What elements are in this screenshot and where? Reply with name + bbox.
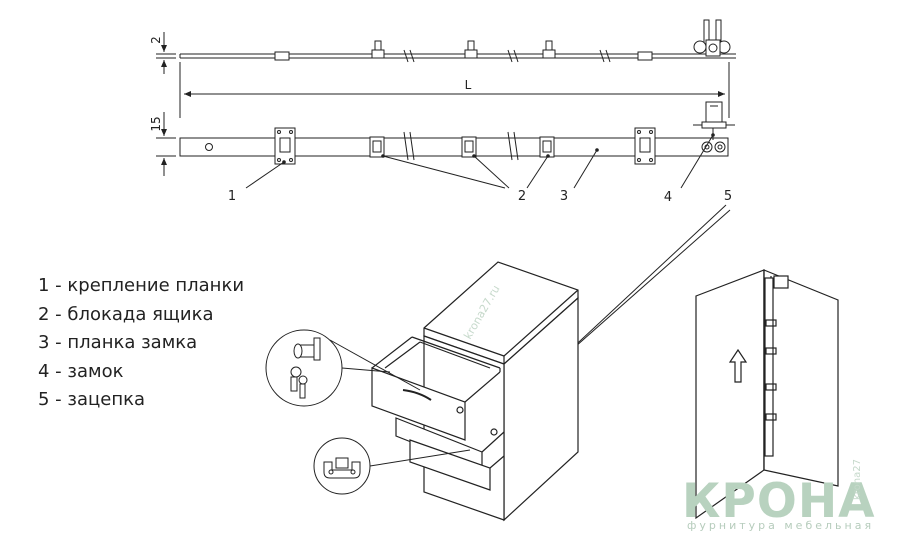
detail-catch bbox=[313, 437, 471, 495]
krona-site: krona27 bbox=[852, 459, 863, 500]
callout-5: 5 bbox=[724, 189, 732, 204]
legend-item: 3 - планка замка bbox=[38, 332, 198, 353]
strip-top-view bbox=[179, 19, 736, 63]
callout-4: 4 bbox=[664, 190, 672, 205]
lock-front-view bbox=[693, 101, 735, 153]
krona-tagline: фурнитура мебельная bbox=[687, 519, 875, 532]
callout-3: 3 bbox=[560, 189, 568, 204]
callout-1: 1 bbox=[228, 189, 236, 204]
cabinet-corner bbox=[695, 269, 839, 520]
drawer-block bbox=[369, 136, 385, 158]
dim-height bbox=[156, 112, 176, 176]
dim-top-gap-label: 2 bbox=[149, 36, 163, 44]
cabinet bbox=[371, 261, 579, 522]
legend-item: 4 - замок bbox=[38, 360, 124, 382]
dim-top-gap bbox=[156, 32, 176, 74]
lock-top-view bbox=[693, 19, 731, 57]
strip-front-view bbox=[179, 101, 735, 165]
drawer-block bbox=[461, 136, 477, 158]
top-pin bbox=[371, 40, 385, 59]
mount-plate bbox=[634, 127, 656, 165]
dim-height-label: 15 bbox=[149, 116, 163, 131]
top-pin bbox=[464, 40, 478, 59]
legend: 1 - крепление планки 2 - блокада ящика 3… bbox=[38, 272, 244, 415]
krona-logo: КРОНА bbox=[682, 474, 876, 529]
mount-plate bbox=[274, 127, 296, 165]
arrow-up-icon bbox=[728, 348, 748, 383]
top-pin bbox=[542, 40, 556, 59]
legend-item: 1 - крепление планки bbox=[38, 275, 245, 296]
legend-item: 5 - зацепка bbox=[38, 389, 145, 410]
dim-length bbox=[179, 62, 730, 118]
legend-item: 2 - блокада ящика bbox=[38, 303, 214, 325]
detail-lock bbox=[265, 329, 421, 407]
dim-length-label: L bbox=[465, 78, 472, 92]
drawer-block bbox=[539, 136, 555, 158]
callout-2: 2 bbox=[518, 189, 526, 204]
